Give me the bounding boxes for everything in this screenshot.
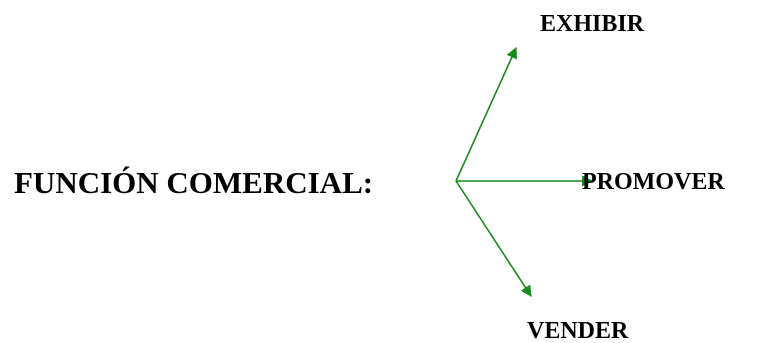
- branch-label-vender: VENDER: [527, 318, 629, 343]
- branch-label-promover: PROMOVER: [582, 169, 725, 195]
- root-label: FUNCIÓN COMERCIAL:: [14, 165, 373, 200]
- branch-label-exhibir: EXHIBIR: [540, 11, 645, 37]
- arrow-exhibir: [455, 46, 517, 182]
- arrow-vender: [455, 180, 532, 297]
